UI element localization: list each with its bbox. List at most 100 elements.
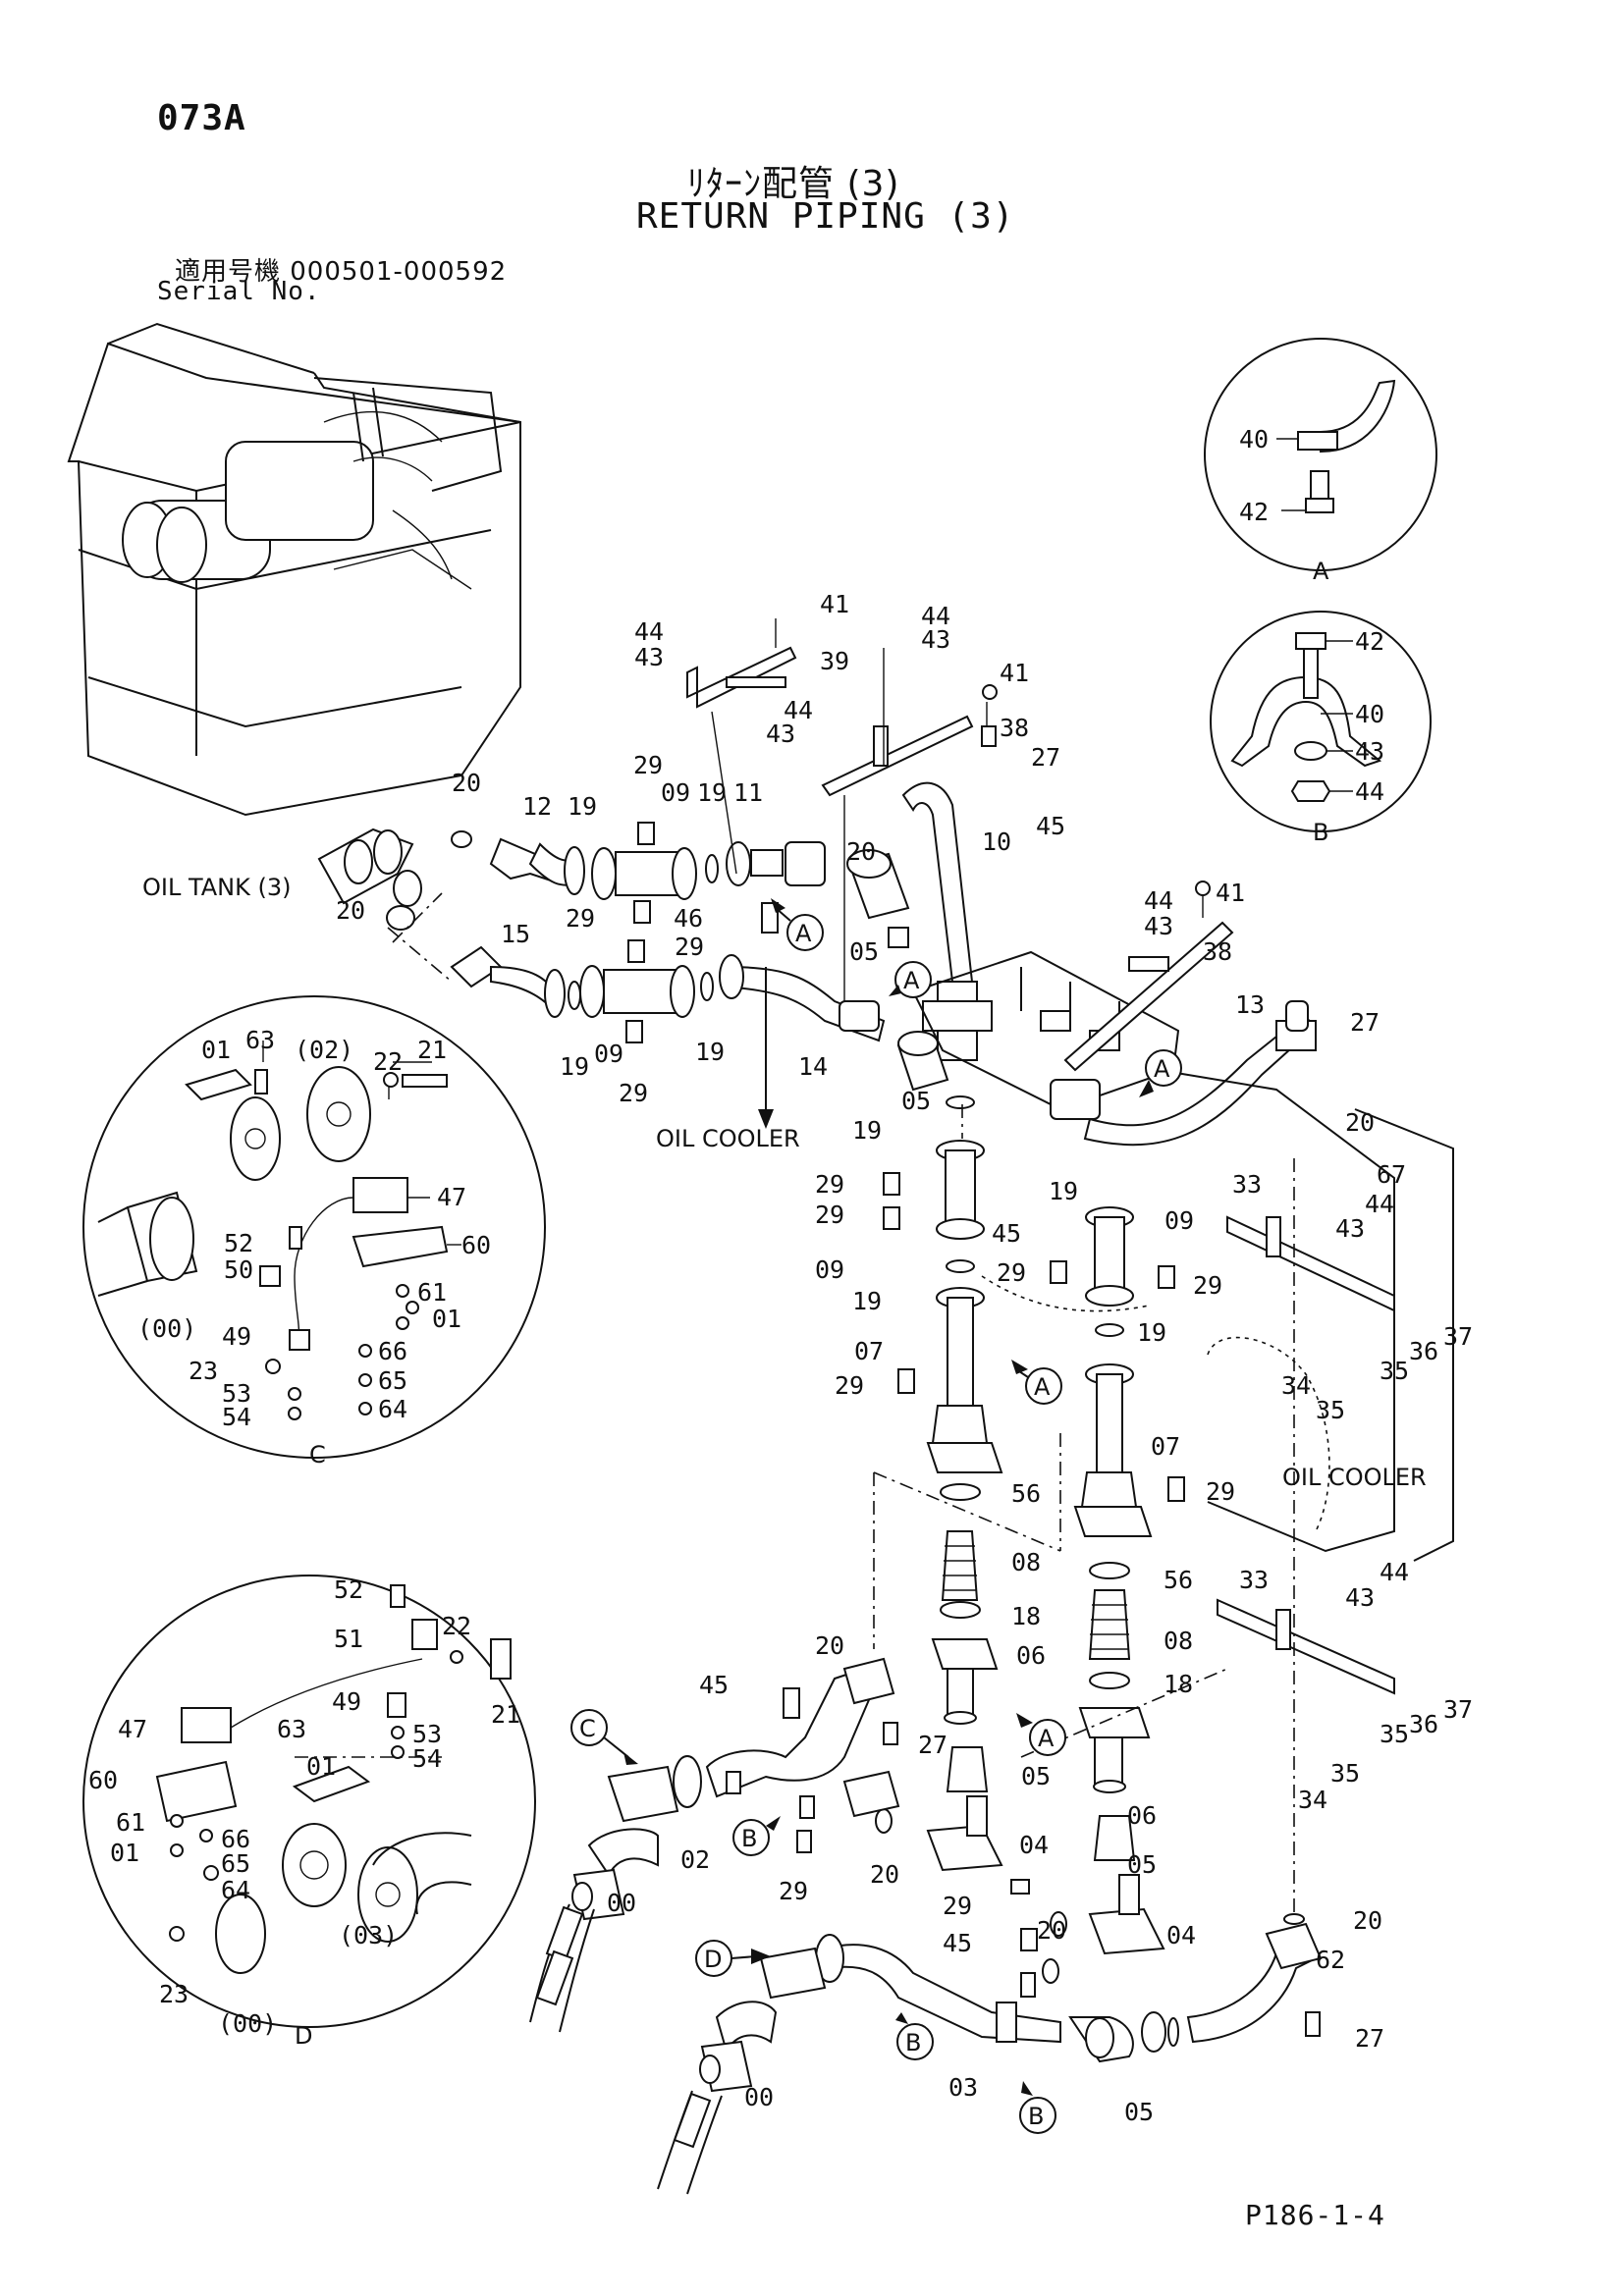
label-51: 51 (334, 1625, 363, 1653)
label-29: 29 (566, 904, 595, 933)
label-37: 37 (1443, 1695, 1473, 1724)
label-35: 35 (1330, 1759, 1360, 1788)
label-13: 13 (1235, 990, 1265, 1019)
label-29: 29 (1206, 1477, 1235, 1506)
marker-a-1: A (795, 920, 812, 947)
label-63: 63 (277, 1715, 306, 1743)
label-40: 40 (1355, 700, 1384, 728)
label-44: 44 (1380, 1558, 1409, 1586)
label-44: 44 (1144, 886, 1173, 915)
view-markers: A A A A A C B D B B (570, 898, 1182, 2134)
label-42: 42 (1355, 627, 1384, 656)
label-00-paren: (00) (137, 1314, 196, 1343)
label-03-paren: (03) (339, 1921, 398, 1949)
label-47: 47 (118, 1715, 147, 1743)
label-00: 00 (744, 2083, 774, 2111)
label-29: 29 (815, 1201, 844, 1229)
label-05: 05 (901, 1087, 931, 1115)
label-09: 09 (661, 778, 690, 807)
footer-code: P186-1-4 (1245, 2199, 1385, 2231)
serial-number-label: Serial No. (157, 277, 321, 306)
label-01: 01 (432, 1305, 461, 1333)
label-04: 04 (1019, 1831, 1049, 1859)
label-43: 43 (1355, 737, 1384, 766)
label-29: 29 (1193, 1271, 1222, 1300)
label-20: 20 (336, 896, 365, 925)
label-63: 63 (245, 1026, 275, 1054)
label-49: 49 (332, 1687, 361, 1716)
label-56: 56 (1164, 1566, 1193, 1594)
label-42: 42 (1239, 498, 1269, 526)
marker-b-3: B (1028, 2103, 1044, 2130)
label-09: 09 (1164, 1206, 1194, 1235)
label-27: 27 (1031, 743, 1060, 772)
label-44: 44 (634, 617, 664, 646)
page-id: 073A (157, 98, 246, 138)
label-33: 33 (1239, 1566, 1269, 1594)
view-label-c: C (309, 1441, 326, 1468)
label-38: 38 (1000, 714, 1029, 742)
label-07: 07 (1151, 1432, 1180, 1461)
label-27: 27 (918, 1731, 947, 1759)
label-19: 19 (560, 1052, 589, 1081)
label-20: 20 (815, 1631, 844, 1660)
label-43: 43 (766, 720, 795, 748)
detail-view-a: 40 42 A (1204, 338, 1437, 585)
label-06: 06 (1127, 1801, 1157, 1830)
serial-range-japanese: 適用号機 000501-000592 (175, 257, 508, 287)
label-61: 61 (116, 1808, 145, 1837)
label-20: 20 (846, 837, 876, 866)
label-oil-cooler-2: OIL COOLER (1282, 1464, 1427, 1491)
marker-d: D (704, 1946, 722, 1973)
label-09: 09 (815, 1255, 844, 1284)
label-19: 19 (1049, 1177, 1078, 1205)
label-41: 41 (1216, 879, 1245, 907)
label-43: 43 (921, 625, 950, 654)
label-35: 35 (1380, 1720, 1409, 1748)
label-19: 19 (1137, 1318, 1166, 1347)
label-60: 60 (88, 1766, 118, 1794)
label-29: 29 (633, 751, 663, 779)
label-29: 29 (815, 1170, 844, 1199)
label-38: 38 (1203, 937, 1232, 966)
label-21: 21 (491, 1700, 520, 1729)
marker-b-1: B (741, 1825, 757, 1852)
label-20: 20 (1345, 1108, 1375, 1137)
label-23: 23 (189, 1357, 218, 1385)
label-50: 50 (224, 1255, 253, 1284)
label-29: 29 (943, 1892, 972, 1920)
label-54: 54 (412, 1744, 442, 1773)
label-21: 21 (417, 1036, 447, 1064)
view-label-a: A (1313, 558, 1329, 585)
label-03: 03 (948, 2073, 978, 2102)
label-53: 53 (412, 1720, 442, 1748)
label-52: 52 (334, 1575, 363, 1604)
label-56: 56 (1011, 1479, 1041, 1508)
label-44: 44 (1365, 1190, 1394, 1218)
label-62: 62 (1316, 1946, 1345, 1974)
label-01: 01 (306, 1752, 336, 1781)
label-43: 43 (1335, 1214, 1365, 1243)
label-54: 54 (222, 1403, 251, 1431)
label-15: 15 (501, 920, 530, 948)
upper-piping-assembly (317, 618, 1454, 1695)
label-oil-cooler-1: OIL COOLER (656, 1125, 800, 1152)
label-44: 44 (784, 696, 813, 724)
label-05: 05 (1021, 1762, 1051, 1790)
detail-view-d: 52 51 22 21 49 53 54 47 63 60 01 61 01 6… (82, 1575, 536, 2050)
title-english: RETURN PIPING (3) (636, 196, 1015, 237)
label-19: 19 (568, 792, 597, 821)
label-64: 64 (378, 1395, 407, 1423)
label-01: 01 (110, 1839, 139, 1867)
label-45: 45 (1036, 812, 1065, 840)
label-53: 53 (222, 1379, 251, 1408)
label-00: 00 (607, 1889, 636, 1917)
label-64: 64 (221, 1876, 250, 1904)
label-18: 18 (1011, 1602, 1041, 1630)
label-29: 29 (619, 1079, 648, 1107)
title-japanese: ﾘﾀｰﾝ配管 (3) (687, 164, 900, 204)
label-09: 09 (594, 1040, 623, 1068)
view-label-b: B (1313, 819, 1328, 846)
label-05: 05 (1127, 1850, 1157, 1879)
label-08: 08 (1164, 1627, 1193, 1655)
